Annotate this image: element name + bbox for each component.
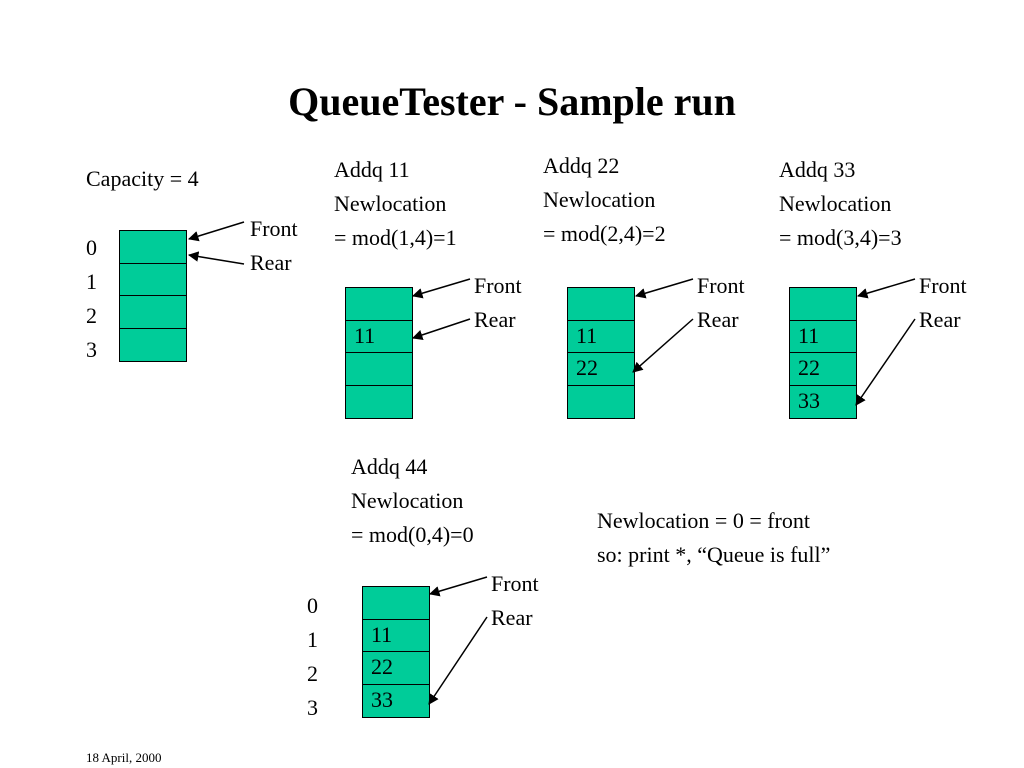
step-mod: = mod(2,4)=2 <box>543 221 666 246</box>
front-arrow-initial <box>187 221 245 242</box>
step-4-text: Addq 44 Newlocation = mod(0,4)=0 <box>351 450 474 552</box>
queue-full-note: Newlocation = 0 = front so: print *, “Qu… <box>597 504 830 572</box>
index-label-0: 0 <box>307 593 318 618</box>
rear-arrow-step-1 <box>412 318 471 340</box>
index-label-2: 2 <box>307 661 318 686</box>
rear-label: Rear <box>491 605 533 630</box>
footer-date: 18 April, 2000 <box>86 750 162 765</box>
step-newlocation: Newlocation <box>351 488 464 513</box>
capacity-label: Capacity = 4 <box>86 166 199 191</box>
step-2-queue: 11 22 <box>567 287 635 419</box>
step-3-text: Addq 33 Newlocation = mod(3,4)=3 <box>779 153 902 255</box>
step-2-text: Addq 22 Newlocation = mod(2,4)=2 <box>543 149 666 251</box>
front-arrow-step-2 <box>634 278 694 299</box>
queue-cell-1 <box>119 262 187 297</box>
step-newlocation: Newlocation <box>779 191 892 216</box>
queue-cell-0 <box>567 287 635 321</box>
queue-cell-1: 11 <box>362 618 430 653</box>
queue-cell-2 <box>119 295 187 329</box>
note-line-1: Newlocation = 0 = front <box>597 508 810 533</box>
step-mod: = mod(1,4)=1 <box>334 225 457 250</box>
initial-queue <box>119 230 187 362</box>
rear-arrow-step-2 <box>632 318 694 373</box>
step-op: Addq 33 <box>779 157 856 182</box>
front-label: Front <box>474 273 522 298</box>
queue-cell-1: 11 <box>789 319 857 354</box>
rear-label: Rear <box>697 307 739 332</box>
front-label: Front <box>491 571 539 596</box>
front-label: Front <box>919 273 967 298</box>
front-label: Front <box>697 273 745 298</box>
queue-cell-0 <box>362 586 430 620</box>
queue-cell-3 <box>119 327 187 362</box>
step-mod: = mod(3,4)=3 <box>779 225 902 250</box>
queue-cell-3 <box>567 384 635 419</box>
step-op: Addq 22 <box>543 153 620 178</box>
step-1-queue: 11 <box>345 287 413 419</box>
step-op: Addq 11 <box>334 157 410 182</box>
index-label-1: 1 <box>86 269 97 294</box>
queue-cell-1: 11 <box>567 319 635 354</box>
rear-arrow-step-3 <box>855 318 916 406</box>
step-3-queue: 11 22 33 <box>789 287 857 419</box>
index-label-0: 0 <box>86 235 97 260</box>
index-label-3: 3 <box>86 337 97 362</box>
slide-title: QueueTester - Sample run <box>288 79 736 124</box>
note-line-2: so: print *, “Queue is full” <box>597 542 831 567</box>
rear-arrow-step-4 <box>428 616 488 705</box>
index-label-2: 2 <box>86 303 97 328</box>
rear-label: Rear <box>250 250 292 275</box>
queue-cell-3 <box>345 384 413 419</box>
front-arrow-step-1 <box>411 278 471 299</box>
index-label-1: 1 <box>307 627 318 652</box>
step-newlocation: Newlocation <box>543 187 656 212</box>
step-newlocation: Newlocation <box>334 191 447 216</box>
front-label: Front <box>250 216 298 241</box>
step-mod: = mod(0,4)=0 <box>351 522 474 547</box>
queue-cell-0 <box>789 287 857 321</box>
rear-label: Rear <box>474 307 516 332</box>
step-1-text: Addq 11 Newlocation = mod(1,4)=1 <box>334 153 457 255</box>
step-4-queue: 11 22 33 <box>362 586 430 718</box>
index-label-3: 3 <box>307 695 318 720</box>
step-op: Addq 44 <box>351 454 428 479</box>
front-arrow-step-3 <box>856 278 916 299</box>
rear-arrow-initial <box>187 251 245 265</box>
front-arrow-step-4 <box>428 576 488 597</box>
queue-cell-3: 33 <box>362 683 430 718</box>
queue-cell-1: 11 <box>345 319 413 354</box>
rear-label: Rear <box>919 307 961 332</box>
